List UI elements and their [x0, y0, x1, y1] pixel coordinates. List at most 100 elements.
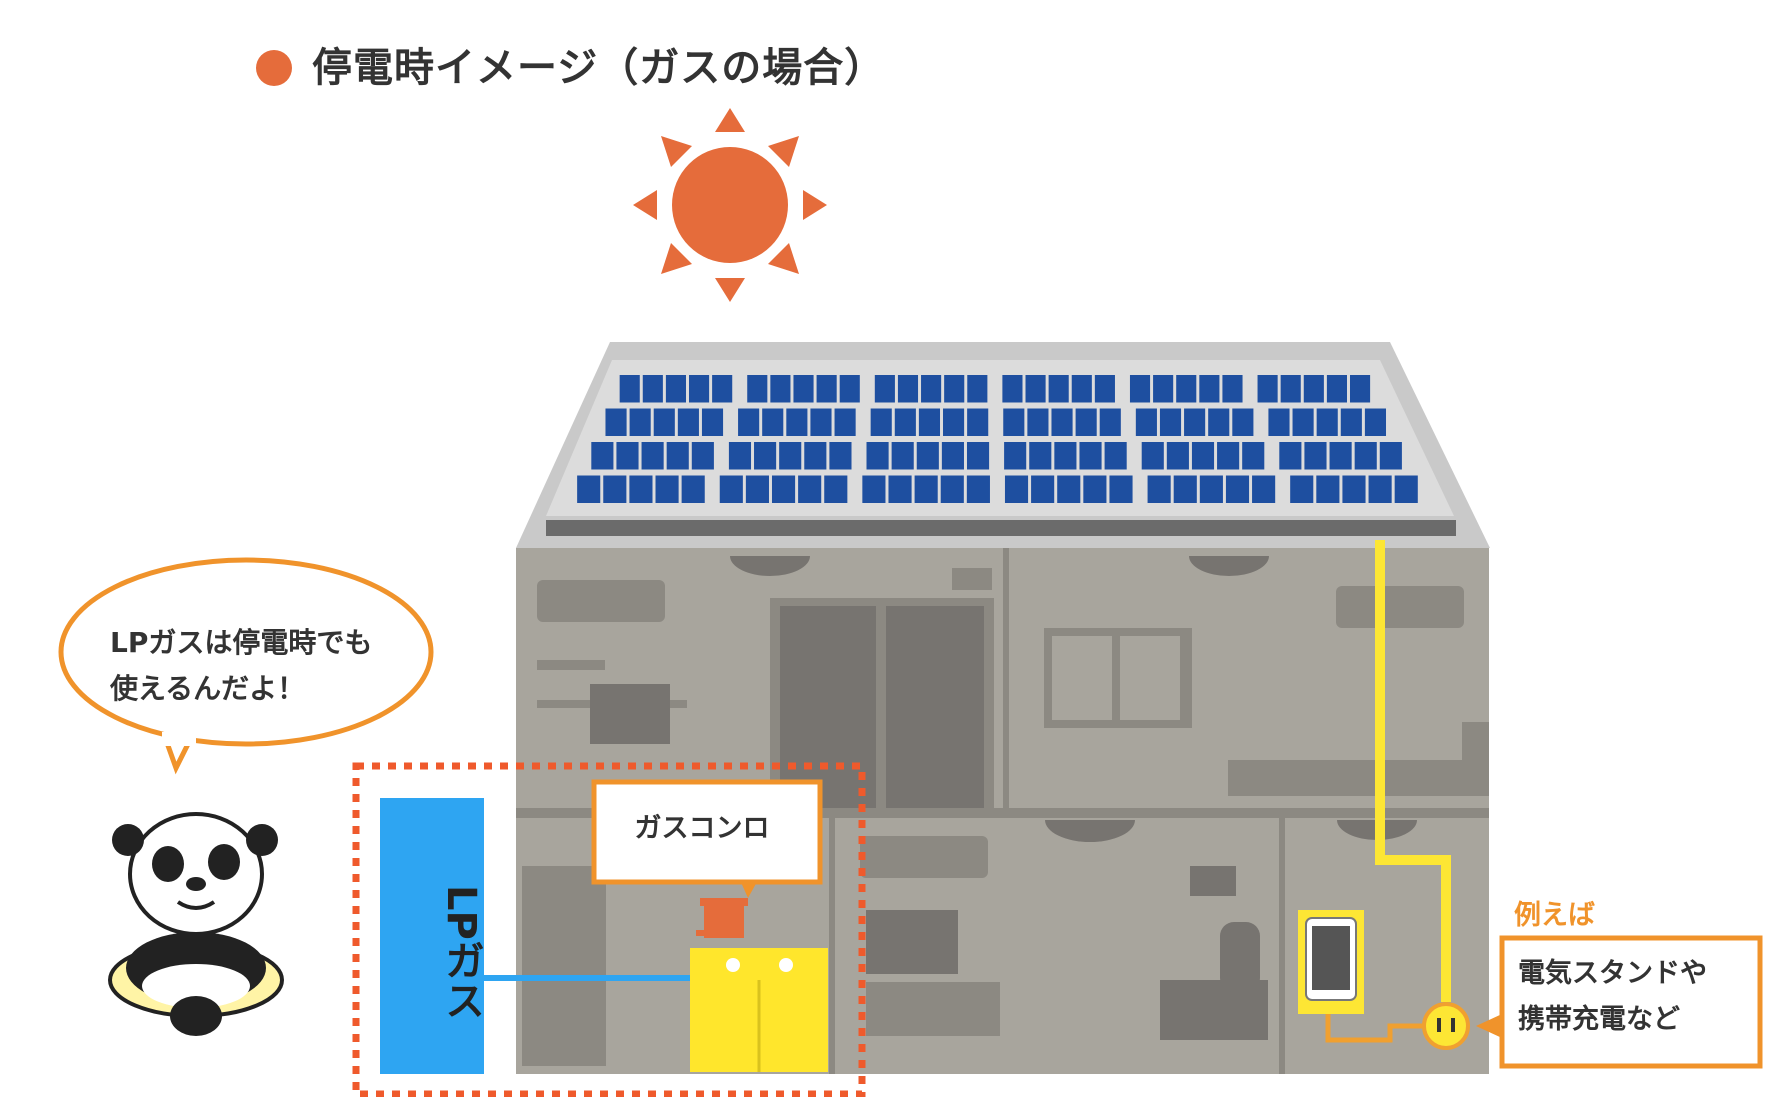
solar-cell: [619, 375, 640, 403]
solar-cell: [894, 408, 916, 436]
solar-cell: [1075, 408, 1097, 436]
solar-cell: [943, 408, 965, 436]
solar-cell: [770, 375, 791, 403]
solar-cell: [1225, 475, 1250, 503]
solar-cell: [839, 375, 860, 403]
solar-cell: [653, 408, 675, 436]
solar-cell: [1099, 408, 1121, 436]
solar-cell: [779, 442, 802, 470]
gas-pot-icon: [696, 898, 748, 938]
gas-stove-callout: [591, 779, 823, 898]
speech-bubble-line1: LPガスは停電時でも: [110, 626, 373, 659]
solar-cell: [655, 475, 679, 503]
solar-cell: [940, 475, 964, 503]
solar-cell: [1173, 475, 1197, 503]
example-box: [1499, 935, 1763, 1069]
solar-cell: [1364, 408, 1387, 436]
solar-cell: [1326, 375, 1347, 403]
solar-cell: [577, 475, 601, 503]
solar-cell: [834, 408, 856, 436]
solar-cell: [1153, 375, 1174, 403]
solar-cell: [771, 475, 796, 503]
solar-cell: [1166, 442, 1189, 470]
solar-cell: [1141, 442, 1164, 470]
solar-cell: [681, 475, 705, 503]
solar-cell: [1083, 475, 1107, 503]
solar-cell: [1025, 375, 1046, 403]
solar-cell: [1304, 442, 1327, 470]
solar-cell: [642, 375, 663, 403]
solar-cell: [1290, 475, 1314, 503]
speech-bubble-text: LPガスは停電時でも 使えるんだよ！: [110, 620, 410, 712]
solar-cell: [1079, 442, 1102, 470]
solar-cell: [591, 442, 614, 470]
solar-cell: [1379, 442, 1402, 470]
solar-cell: [1002, 375, 1023, 403]
solar-cell: [1159, 408, 1182, 436]
solar-cell: [1071, 375, 1092, 403]
solar-cell: [897, 375, 919, 403]
solar-cell: [810, 408, 832, 436]
solar-cell: [691, 442, 714, 470]
solar-cell: [966, 475, 990, 503]
solar-cell: [689, 375, 710, 403]
solar-cell: [1292, 408, 1314, 436]
solar-cell: [1268, 408, 1290, 436]
solar-cell: [1279, 442, 1302, 470]
solar-cell: [1303, 375, 1324, 403]
solar-cell: [738, 408, 760, 436]
solar-cell: [1368, 475, 1392, 503]
solar-cell: [1208, 408, 1230, 436]
solar-cell: [793, 375, 814, 403]
solar-cell: [888, 475, 912, 503]
solar-cell: [1057, 475, 1081, 503]
solar-cell: [966, 442, 990, 470]
solar-cell: [701, 408, 724, 436]
solar-cell: [1350, 375, 1371, 403]
solar-cell: [1280, 375, 1301, 403]
gas-stove: [690, 948, 828, 1072]
solar-cell: [944, 375, 965, 403]
solar-cell: [1252, 475, 1276, 503]
solar-cell: [1004, 442, 1027, 470]
solar-cell: [921, 375, 942, 403]
solar-cell: [677, 408, 699, 436]
charger-cable: [1325, 1010, 1440, 1043]
outlet-icon: [1422, 1002, 1470, 1050]
panda-icon: [108, 812, 284, 1036]
sun-icon: [633, 108, 827, 302]
lp-gas-tank: [380, 798, 484, 1074]
solar-cell: [941, 442, 964, 470]
solar-cell: [862, 475, 886, 503]
lp-gas-tank-label: LPガス: [438, 884, 484, 1020]
solar-cell: [1191, 442, 1215, 470]
solar-cell: [967, 408, 989, 436]
solar-cell: [605, 408, 627, 436]
solar-cell: [1004, 475, 1029, 503]
solar-cell: [1232, 408, 1254, 436]
solar-cell: [870, 408, 892, 436]
solar-cell: [1394, 475, 1418, 503]
solar-cell: [762, 408, 784, 436]
solar-cell: [918, 408, 941, 436]
solar-cell: [719, 475, 743, 503]
solar-cell: [1147, 475, 1171, 503]
solar-cell: [1051, 408, 1073, 436]
solar-cell: [816, 375, 837, 403]
solar-cell: [1054, 442, 1077, 470]
example-text: 電気スタンドや 携帯充電など: [1518, 951, 1748, 1043]
solar-cell: [1242, 442, 1265, 470]
solar-cell: [1340, 408, 1362, 436]
solar-cell: [1094, 375, 1115, 403]
solar-cell: [1354, 442, 1377, 470]
solar-cell: [745, 475, 769, 503]
solar-cell: [629, 475, 653, 503]
solar-cell: [1222, 375, 1243, 403]
solar-cell: [1003, 408, 1025, 436]
page-title: 停電時イメージ（ガスの場合）: [312, 45, 886, 91]
solar-cell: [1199, 475, 1223, 503]
solar-cell: [1029, 442, 1052, 470]
example-line2: 携帯充電など: [1518, 1004, 1680, 1035]
solar-cell: [1048, 375, 1069, 403]
